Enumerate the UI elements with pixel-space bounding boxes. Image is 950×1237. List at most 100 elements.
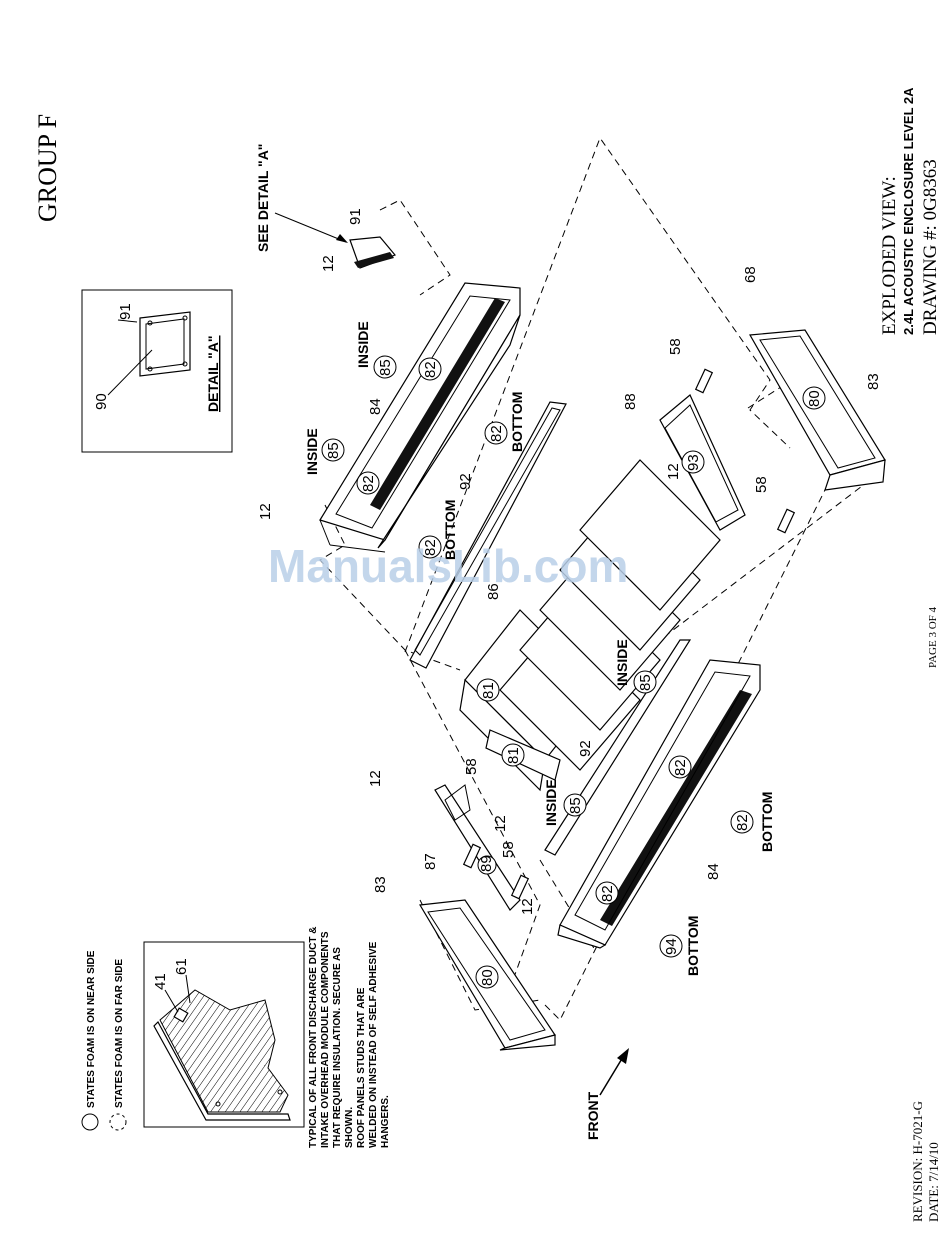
front-indicator: FRONT [585,1048,629,1140]
callout-12-e: 12 [519,898,536,915]
front-label: FRONT [585,1091,601,1140]
bottom-label-c: BOTTOM [759,792,775,852]
callout-58-d: 58 [500,841,517,858]
svg-text:81: 81 [505,747,522,764]
bubble-82-c: 82 [484,421,508,445]
callout-12-b: 12 [257,503,274,520]
inside-label-a: INSIDE [355,321,371,368]
callout-41: 41 [152,973,169,990]
inside-label-b: INSIDE [304,428,320,475]
svg-text:89: 89 [478,855,495,872]
callout-68: 68 [742,266,759,283]
lower-grille [600,690,752,926]
detail-a-box: 91 90 DETAIL "A" [81,289,233,453]
callout-90: 90 [93,393,110,410]
detail-a-leader [274,212,347,243]
svg-text:85: 85 [377,359,394,376]
bubble-82-e: 82 [668,755,692,779]
callout-12-d: 12 [492,815,509,832]
bubble-85-b: 85 [321,438,345,462]
bubble-82-a: 82 [418,357,442,381]
drawing-number: DRAWING #: 0G8363 [920,159,941,335]
detail-a-title: DETAIL "A" [205,335,221,412]
callout-58-a: 58 [667,338,684,355]
group-title: GROUP F [33,114,62,222]
svg-text:85: 85 [325,442,342,459]
bubble-94: 94 [659,934,683,958]
callout-88: 88 [622,393,639,410]
upper-grille [370,298,505,510]
callout-61: 61 [173,958,190,975]
callout-83-right: 83 [865,373,882,390]
inside-label-c: INSIDE [614,639,630,686]
center-rail-92 [409,401,567,669]
callout-92-upper: 92 [457,473,474,490]
svg-text:85: 85 [567,797,584,814]
bottom-label-a: BOTTOM [509,392,525,452]
callout-12-f: 12 [665,463,682,480]
svg-text:94: 94 [663,938,680,955]
notes: TYPICAL OF ALL FRONT DISCHARGE DUCT & IN… [308,927,391,1148]
callout-12-c: 12 [367,770,384,787]
bubble-85-c: 85 [633,670,657,694]
callout-84-lower: 84 [705,863,722,880]
foam-legend: STATES FOAM IS ON NEAR SIDE STATES FOAM … [81,950,127,1131]
callout-92-lower: 92 [577,740,594,757]
clips-58 [462,368,796,900]
bubble-89: 89 [477,855,497,875]
bubble-82-f: 82 [730,810,754,834]
callout-58-c: 58 [463,758,480,775]
bubble-80-right: 80 [802,386,826,410]
bubble-81-a: 81 [476,678,500,702]
svg-text:85: 85 [637,674,654,691]
bubble-80-left: 80 [475,965,499,989]
note-line-3: THAT REQUIRE INSULATION. SECURE AS [332,947,343,1148]
orientation-labels: INSIDE INSIDE INSIDE INSIDE BOTTOM BOTTO… [304,321,775,976]
note-line-6: WELDED ON INSTEAD OF SELF ADHESIVE [368,941,379,1148]
near-side-symbol [81,1113,99,1131]
callout-91: 91 [347,208,364,225]
svg-text:80: 80 [479,969,496,986]
page-number: PAGE 3 OF 4 [927,606,939,668]
far-side-symbol [109,1113,127,1131]
date: DATE: 7/14/10 [926,1142,941,1222]
callout-58-b: 58 [753,476,770,493]
callout-labels: 91 12 12 12 12 12 12 84 84 92 92 86 87 8… [257,208,882,915]
bottom-label-d: BOTTOM [685,916,701,976]
view-description: 2.4L ACOUSTIC ENCLOSURE LEVEL 2A [901,87,916,335]
callout-87: 87 [422,853,439,870]
note-line-4: SHOWN. [344,1107,355,1148]
svg-text:81: 81 [480,682,497,699]
callout-83-left: 83 [372,876,389,893]
bottom-label-b: BOTTOM [442,500,458,560]
insulation-inset: 41 61 [143,941,305,1128]
svg-text:82: 82 [422,539,439,556]
svg-text:82: 82 [599,885,616,902]
watermark: ManualsLib.com [268,540,628,592]
legend-near: STATES FOAM IS ON NEAR SIDE [86,950,97,1108]
note-line-5: ROOF PANELS STUDS THAT ARE [356,987,367,1148]
note-line-1: TYPICAL OF ALL FRONT DISCHARGE DUCT & [308,927,319,1148]
end-panel-83-right [749,329,886,491]
callout-12-a: 12 [320,255,337,272]
callout-86: 86 [485,583,502,600]
bubble-82-b: 82 [356,471,380,495]
svg-text:82: 82 [360,475,377,492]
svg-text:82: 82 [488,425,505,442]
legend-far: STATES FOAM IS ON FAR SIDE [114,959,125,1108]
svg-text:82: 82 [422,361,439,378]
bubble-93: 93 [681,450,705,474]
revision: REVISION: H-7021-G [910,1101,925,1222]
svg-text:93: 93 [685,454,702,471]
bubble-82-d: 82 [418,535,442,559]
front-arrow-icon [617,1048,629,1064]
part-91: SEE DETAIL "A" [255,144,397,269]
svg-text:82: 82 [734,814,751,831]
svg-text:82: 82 [672,759,689,776]
svg-text:80: 80 [806,390,823,407]
roof-panels [459,459,721,792]
bubble-82-g: 82 [595,881,619,905]
callout-91-detail: 91 [117,303,134,320]
bubble-85-a: 85 [373,355,397,379]
